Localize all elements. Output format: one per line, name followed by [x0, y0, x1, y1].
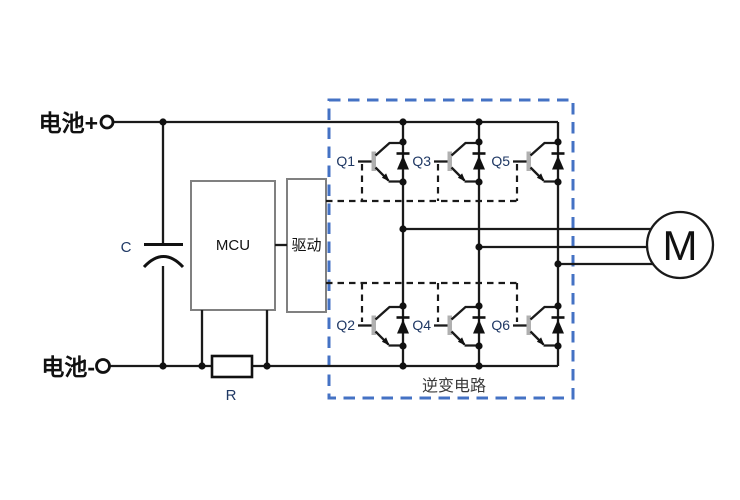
inverter-box-label: 逆变电路 — [422, 377, 486, 395]
battery-plus-label: 电池+ — [39, 110, 98, 136]
mcu-box — [190, 180, 276, 311]
transistor-label-q6: Q6 — [491, 317, 510, 333]
transistor-label-q4: Q4 — [412, 317, 431, 333]
igbt-cell-q6 — [511, 301, 566, 351]
igbt-cell-q1 — [356, 137, 411, 187]
driver-label: 驱动 — [291, 237, 321, 254]
motor-label: M — [663, 222, 698, 269]
igbt-cell-q3 — [432, 137, 487, 187]
igbt-cell-q2 — [356, 301, 411, 351]
capacitor-label: C — [121, 239, 132, 256]
battery-plus-terminal — [99, 114, 115, 130]
battery-minus-label: 电池- — [41, 354, 95, 380]
shunt-resistor-label: R — [226, 387, 237, 404]
igbt-cell-q5 — [511, 137, 566, 187]
capacitor-symbol — [142, 122, 185, 366]
junction-dots — [159, 118, 562, 370]
battery-minus-terminal — [95, 358, 111, 374]
transistor-label-q5: Q5 — [491, 153, 510, 169]
motor-circle — [645, 210, 715, 280]
transistor-label-q3: Q3 — [412, 153, 431, 169]
inverter-boundary-box — [327, 98, 575, 400]
gate-drive-network — [326, 164, 519, 322]
component-labels: C R Q1 Q3 Q5 Q2 Q4 Q6 — [121, 153, 511, 404]
shunt-resistor-symbol — [210, 354, 254, 379]
transistor-label-q1: Q1 — [336, 153, 355, 169]
motor-symbol: M — [645, 210, 715, 280]
igbt-cell-q4 — [432, 301, 487, 351]
transistor-label-q2: Q2 — [336, 317, 355, 333]
mcu-label: MCU — [216, 237, 250, 254]
capacitor-curved-plate — [142, 255, 185, 269]
